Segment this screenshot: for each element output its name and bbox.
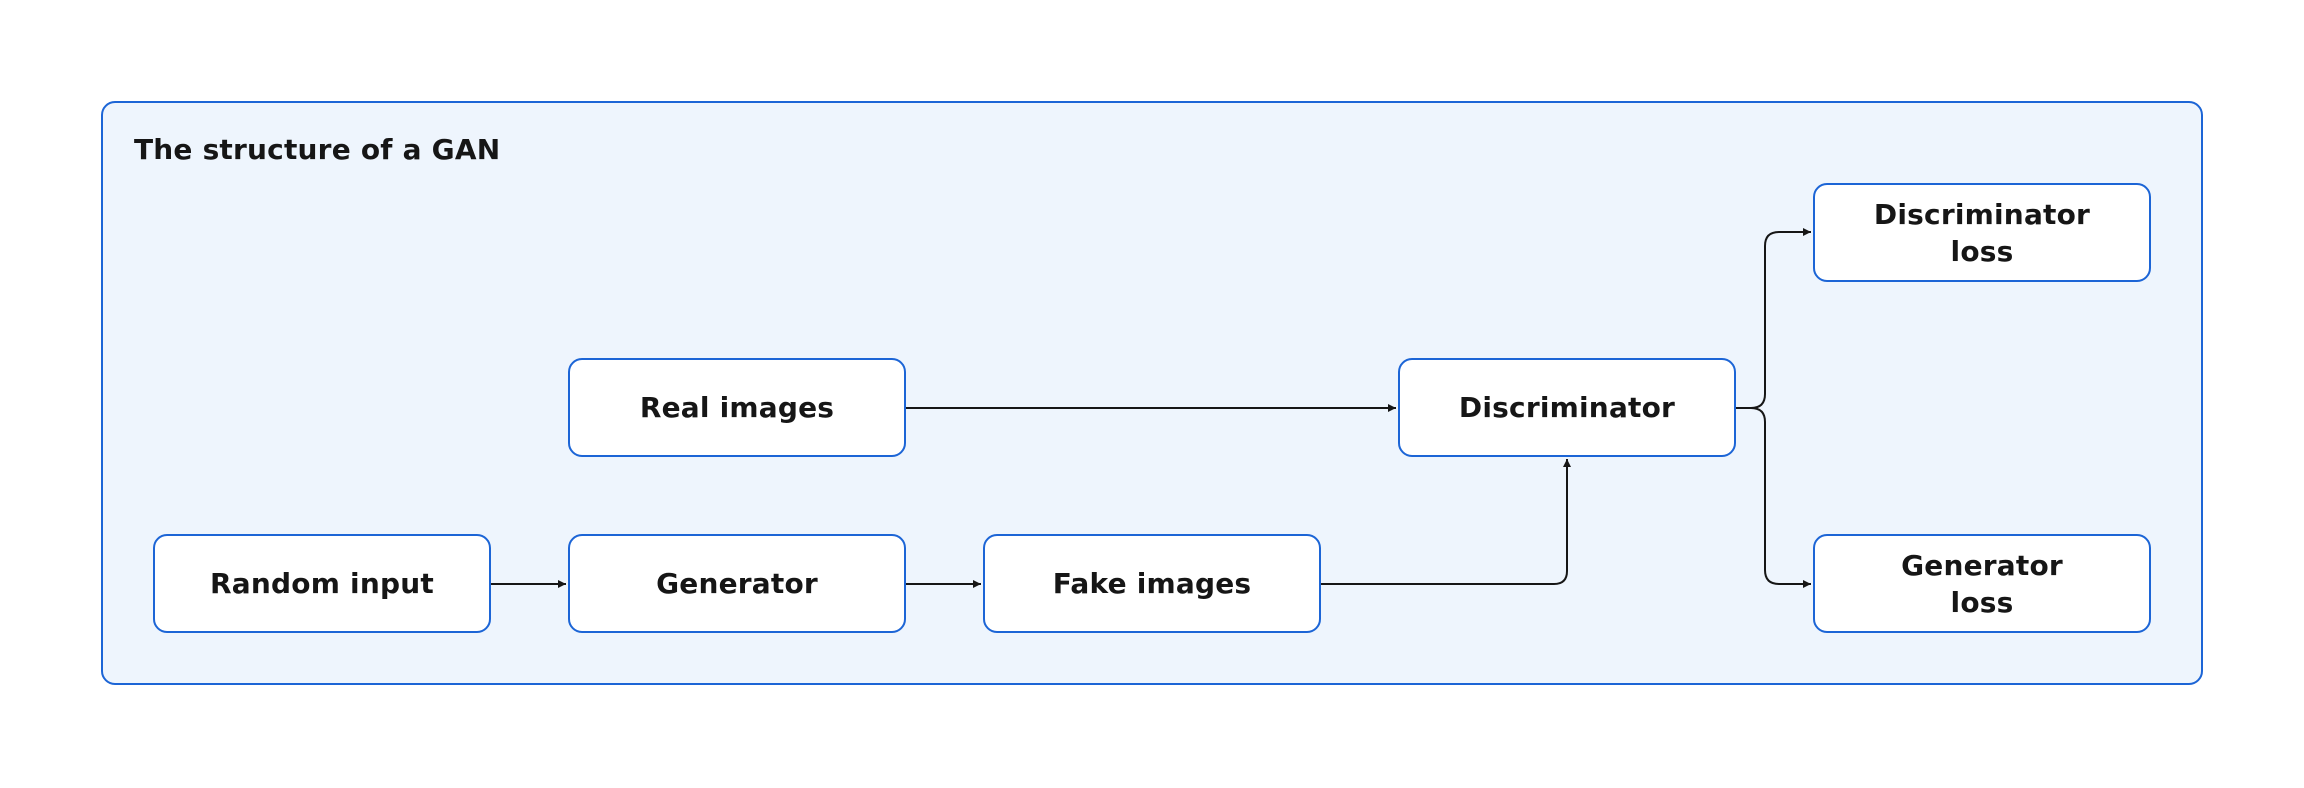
generator-loss-node: Generator loss: [1813, 534, 2151, 633]
real-images-node: Real images: [568, 358, 906, 457]
discriminator-node: Discriminator: [1398, 358, 1736, 457]
discriminator-loss-node: Discriminator loss: [1813, 183, 2151, 282]
fake-images-label: Fake images: [1052, 567, 1252, 600]
discriminator-label: Discriminator: [1458, 391, 1676, 424]
discriminator-loss-label: Discriminator loss: [1873, 197, 2091, 268]
diagram-title: The structure of a GAN: [134, 133, 501, 166]
random-input-label: Random input: [210, 567, 434, 600]
generator-label: Generator: [656, 567, 818, 600]
random-input-node: Random input: [153, 534, 491, 633]
generator-loss-label: Generator loss: [1901, 548, 2063, 619]
generator-node: Generator: [568, 534, 906, 633]
real-images-label: Real images: [639, 391, 835, 424]
fake-images-node: Fake images: [983, 534, 1321, 633]
